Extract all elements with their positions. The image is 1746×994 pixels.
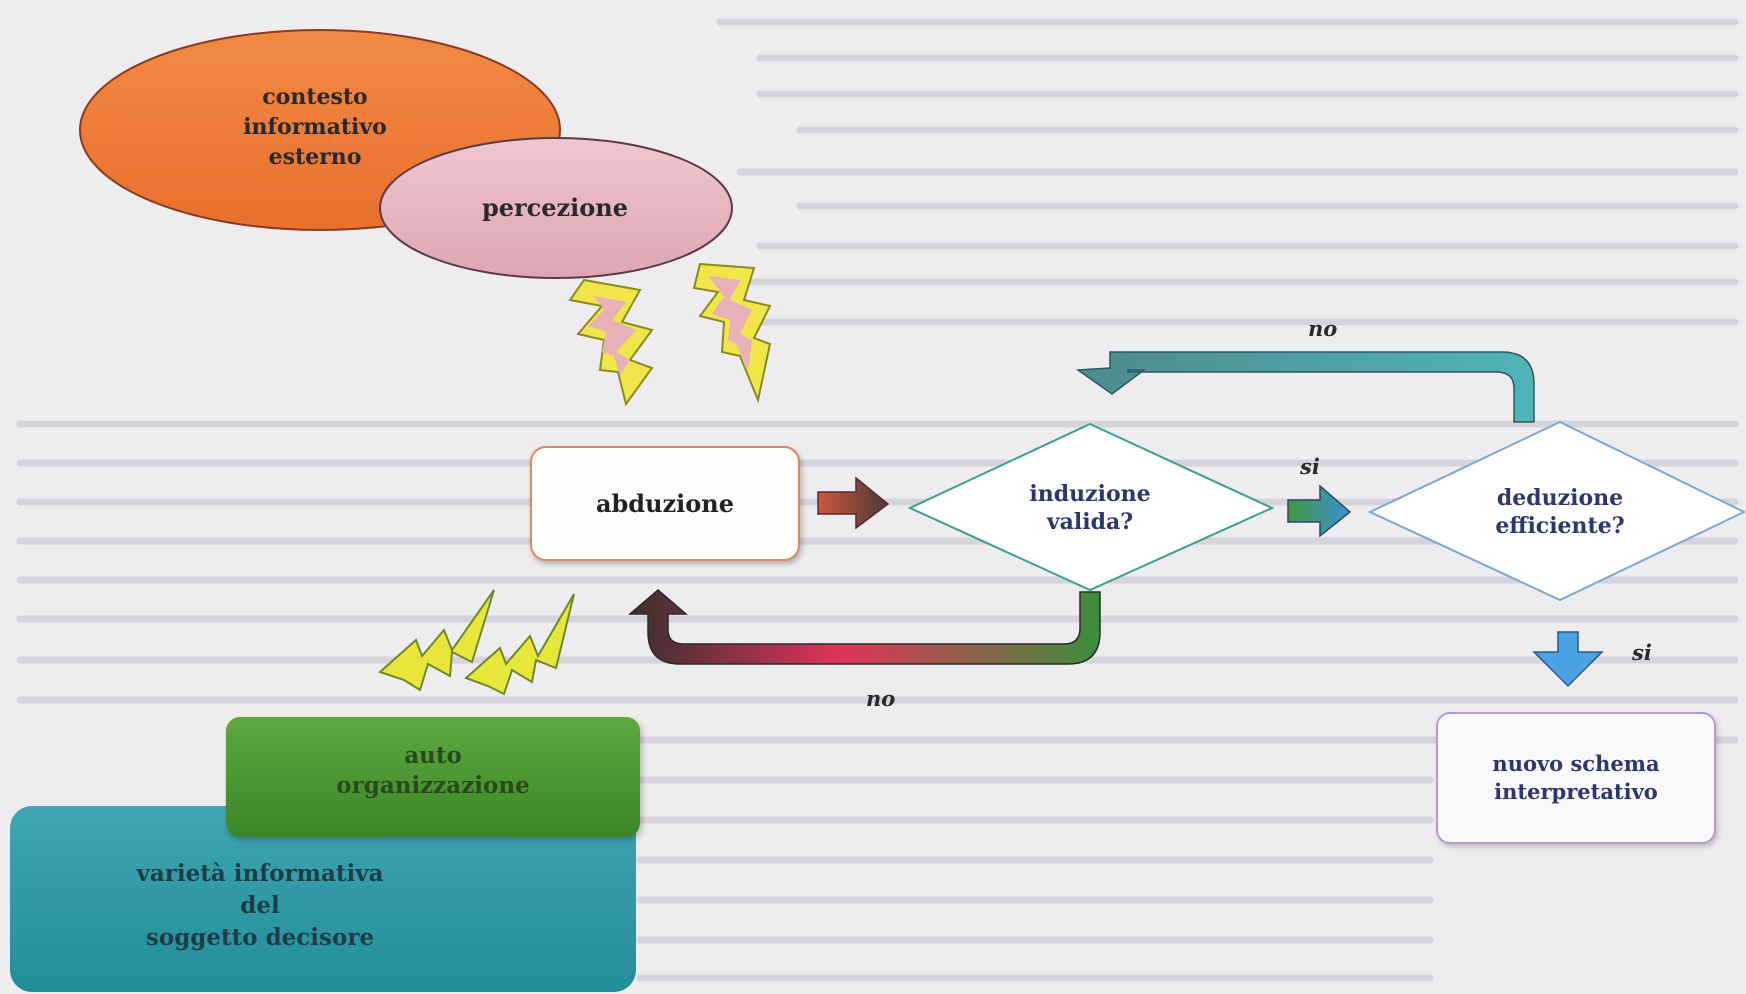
edge-label-no-top: no <box>1308 316 1338 341</box>
induzione-label: induzione valida? <box>990 480 1190 536</box>
no-loop-arrow-bottom <box>627 589 1101 665</box>
no-loop-arrow-top <box>1075 351 1535 423</box>
deduzione-diamond <box>1367 420 1746 602</box>
contesto-text: contesto informativo esterno <box>243 84 387 170</box>
lightning-icon <box>378 589 495 692</box>
arrow-deduzione-nuovo <box>1532 631 1604 688</box>
arrow-abduzione-induzione <box>817 476 890 530</box>
auto-organizzazione-node: auto organizzazione <box>226 717 640 837</box>
percezione-label: percezione <box>430 193 680 222</box>
induzione-text: induzione valida? <box>1029 481 1151 535</box>
nuovo-schema-label: nuovo schema interpretativo <box>1492 751 1660 804</box>
edge-label-no-bottom: no <box>866 686 896 711</box>
varieta-informativa-node: varietà informativa del soggetto decisor… <box>10 806 636 992</box>
auto-organizzazione-label: auto organizzazione <box>336 742 530 799</box>
contesto-label: contesto informativo esterno <box>210 82 420 172</box>
lightning-icon <box>588 296 636 376</box>
lightning-icon <box>708 276 752 370</box>
abduzione-label: abduzione <box>595 489 735 518</box>
edge-label-si-right: si <box>1300 454 1320 479</box>
deduzione-label: deduzione efficiente? <box>1450 484 1670 540</box>
abduzione-node: abduzione <box>530 446 800 561</box>
percezione-text: percezione <box>481 193 629 222</box>
nuovo-schema-node: nuovo schema interpretativo <box>1436 712 1716 844</box>
lightning-icon <box>464 593 575 696</box>
deduzione-text: deduzione efficiente? <box>1495 485 1625 539</box>
percezione-ellipse <box>379 137 733 279</box>
arrow-induzione-deduzione <box>1287 484 1352 538</box>
edge-label-si-down: si <box>1632 640 1652 665</box>
induzione-diamond <box>907 422 1275 592</box>
varieta-informativa-label: varietà informativa del soggetto decisor… <box>136 860 384 951</box>
